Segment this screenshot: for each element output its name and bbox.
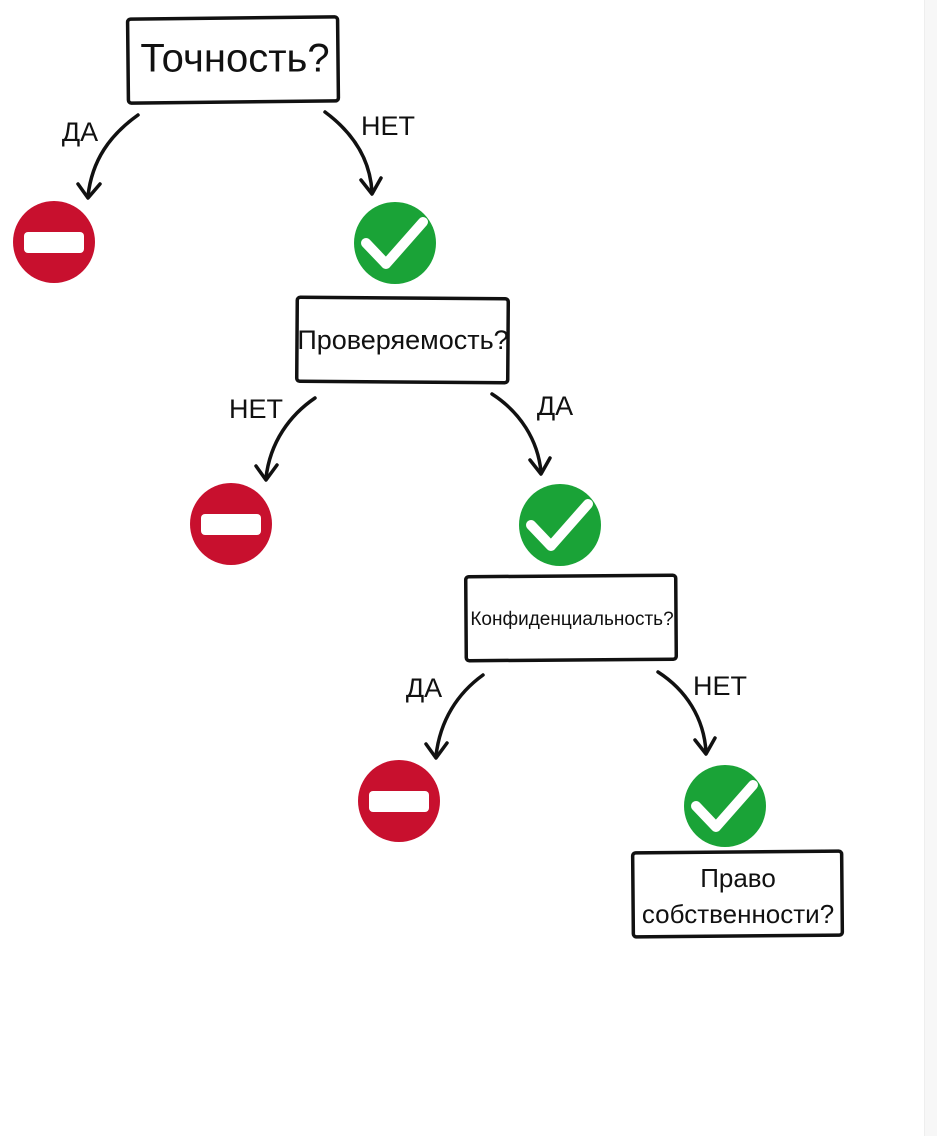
edge-label-confidentiality-yes: ДА [406, 673, 442, 703]
question-label-verifiability: Проверяемость? [297, 325, 508, 355]
arrow-accuracy-no [323, 110, 374, 194]
arrow-verifiability-no [264, 396, 317, 480]
edge-label-accuracy-no: НЕТ [361, 111, 415, 141]
arrow-verifiability-yes [490, 392, 543, 474]
arrow-confidentiality-no [656, 670, 708, 754]
stop-icon [358, 760, 440, 842]
arrow-accuracy-yes [86, 113, 140, 198]
arrowhead-accuracy-yes [76, 182, 102, 200]
question-node-confidentiality: Конфиденциальность? [463, 573, 679, 663]
check-icon [354, 202, 436, 284]
edge-label-verifiability-no: НЕТ [229, 394, 283, 424]
arrowhead-confidentiality-no [693, 736, 717, 756]
question-label-accuracy: Точность? [140, 37, 329, 81]
check-icon [519, 484, 601, 566]
question-node-verifiability: Проверяемость? [294, 295, 511, 385]
question-node-ownership: Право собственности? [630, 849, 845, 939]
arrowhead-accuracy-no [359, 176, 383, 196]
arrowhead-verifiability-yes [528, 456, 552, 476]
arrowhead-verifiability-no [254, 463, 279, 482]
stop-icon [190, 483, 272, 565]
arrowhead-confidentiality-yes [424, 741, 449, 760]
question-node-accuracy: Точность? [125, 15, 341, 105]
right-edge-strip [924, 0, 937, 1136]
edge-label-accuracy-yes: ДА [62, 117, 98, 147]
arrow-confidentiality-yes [434, 673, 485, 758]
edge-label-verifiability-yes: ДА [537, 391, 573, 421]
question-label-confidentiality: Конфиденциальность? [470, 609, 673, 630]
check-icon [684, 765, 766, 847]
stop-icon [13, 201, 95, 283]
edge-label-confidentiality-no: НЕТ [693, 671, 747, 701]
question-label-ownership-line2: собственности? [642, 899, 834, 929]
question-label-ownership-line1: Право [700, 863, 776, 893]
